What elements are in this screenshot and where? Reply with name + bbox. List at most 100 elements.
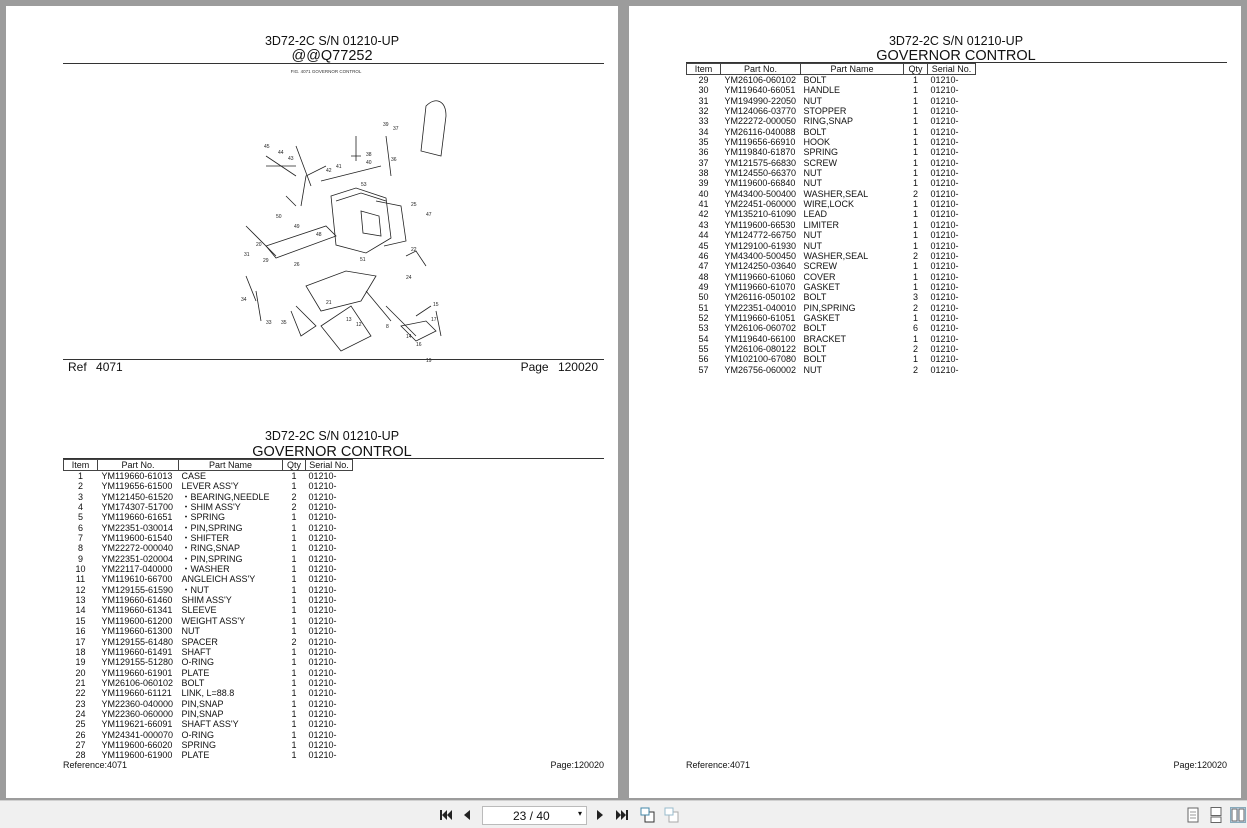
serial-number: 01210- — [930, 302, 959, 313]
item-number: 21 — [75, 677, 86, 688]
part-name: NUT — [181, 626, 201, 637]
item-number: 4 — [77, 502, 83, 513]
chevron-down-icon[interactable]: ▾ — [577, 809, 582, 818]
rotate-view-icon[interactable] — [640, 807, 656, 823]
part-name: RING,SNAP — [803, 116, 854, 127]
quantity: 1 — [291, 698, 297, 709]
svg-text:12: 12 — [356, 322, 362, 328]
part-name: WASHER,SEAL — [803, 188, 869, 199]
serial-number: 01210- — [308, 729, 337, 740]
item-number: 44 — [698, 230, 709, 241]
quantity: 2 — [291, 636, 297, 647]
col-serial: Serial No. — [927, 63, 976, 75]
part-number: YM24341-000070 — [101, 729, 174, 740]
item-number: 10 — [75, 564, 86, 575]
svg-text:49: 49 — [294, 224, 300, 230]
serial-number: 01210- — [930, 199, 959, 210]
quantity: 3 — [912, 292, 918, 303]
two-page-icon[interactable] — [1230, 807, 1246, 823]
serial-number: 01210- — [308, 719, 337, 730]
part-name: CASE — [181, 471, 207, 481]
page-number-input[interactable]: 23 / 40 ▾ — [482, 806, 587, 825]
first-page-icon[interactable] — [438, 807, 454, 823]
item-number: 37 — [698, 157, 709, 168]
part-number: YM119660-61460 — [101, 595, 173, 606]
serial-number: 01210- — [930, 157, 959, 168]
item-number: 1 — [77, 471, 83, 481]
item-number: 5 — [77, 512, 83, 523]
quantity: 1 — [291, 471, 297, 481]
part-name: PIN,SNAP — [181, 708, 224, 719]
quantity: 1 — [912, 168, 918, 179]
part-number: YM22360-040000 — [101, 698, 174, 709]
item-number: 49 — [698, 281, 709, 292]
serial-number: 01210- — [308, 667, 337, 678]
item-number: 42 — [698, 209, 709, 220]
quantity: 1 — [291, 719, 297, 730]
serial-number: 01210- — [308, 533, 337, 544]
part-number: YM22117-040000 — [101, 564, 173, 575]
col-item: Item — [686, 63, 721, 75]
serial-number: 01210- — [308, 584, 337, 595]
page-value: 120020 — [557, 360, 598, 374]
quantity: 1 — [291, 553, 297, 564]
part-name: LEAD — [803, 209, 828, 220]
quantity: 1 — [912, 271, 918, 282]
next-page-icon[interactable] — [593, 807, 607, 823]
part-number: YM119600-61200 — [101, 615, 173, 626]
part-number: YM119660-61051 — [724, 312, 796, 323]
quantity: 1 — [912, 261, 918, 272]
item-number: 45 — [698, 240, 709, 251]
parts-table: Item Part No. Part Name Qty Serial No. 2… — [686, 63, 976, 375]
item-number: 56 — [698, 354, 709, 365]
serial-number: 01210- — [930, 333, 959, 344]
part-number: YM121575-66830 — [724, 157, 797, 168]
quantity: 1 — [291, 667, 297, 678]
item-number: 39 — [698, 178, 709, 189]
svg-text:22: 22 — [411, 247, 417, 253]
quantity: 1 — [291, 533, 297, 544]
copy-view-icon[interactable] — [664, 807, 680, 823]
part-name: PLATE — [181, 750, 210, 761]
part-name: ・SHIFTER — [181, 533, 230, 544]
part-number: YM135210-61090 — [724, 209, 797, 220]
part-name: BOLT — [803, 126, 827, 137]
item-number: 26 — [75, 729, 86, 740]
divider — [686, 62, 1227, 63]
serial-number: 01210- — [930, 126, 959, 137]
continuous-page-icon[interactable] — [1209, 807, 1223, 823]
quantity: 1 — [912, 147, 918, 158]
item-number: 12 — [75, 584, 86, 595]
part-number: YM22351-040010 — [724, 302, 797, 313]
item-number: 23 — [75, 698, 86, 709]
single-page-icon[interactable] — [1186, 807, 1200, 823]
serial-number: 01210- — [930, 250, 959, 261]
item-number: 38 — [698, 168, 709, 179]
serial-number: 01210- — [930, 147, 959, 158]
item-number: 31 — [698, 95, 709, 106]
part-number: YM129155-61480 — [101, 636, 174, 647]
serial-number: 01210- — [308, 739, 337, 750]
part-name: SCREW — [803, 261, 838, 272]
part-name: SLEEVE — [181, 605, 217, 616]
part-number: YM26116-050102 — [724, 292, 796, 303]
part-name: HOOK — [803, 137, 831, 148]
quantity: 1 — [291, 750, 297, 761]
svg-text:45: 45 — [264, 144, 270, 150]
item-number: 36 — [698, 147, 709, 158]
prev-page-icon[interactable] — [460, 807, 474, 823]
last-page-icon[interactable] — [614, 807, 630, 823]
serial-number: 01210- — [308, 605, 337, 616]
quantity: 1 — [912, 240, 918, 251]
